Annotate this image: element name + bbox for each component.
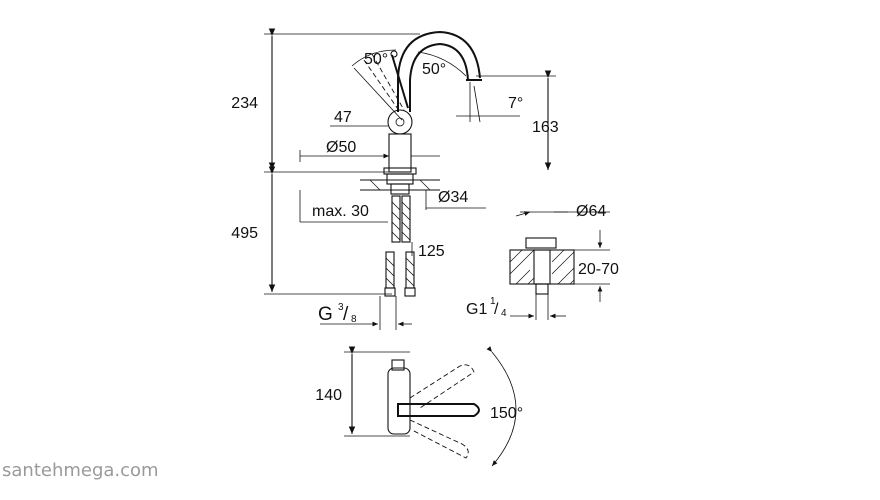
connection-thread-label: G xyxy=(318,304,333,325)
hole-diameter-label: Ø34 xyxy=(438,189,468,206)
plan-spout xyxy=(397,403,480,417)
plan-view: 140 150° xyxy=(315,346,523,467)
waste-thread-label: G1 xyxy=(466,301,487,318)
body-diameter-label: Ø50 xyxy=(326,139,356,156)
hose-length-label: 495 xyxy=(231,225,258,242)
front-elevation: 234 495 50° 50° 47 Ø50 xyxy=(231,28,559,330)
svg-text:/: / xyxy=(494,301,499,318)
connection-thread-den: 8 xyxy=(351,314,357,325)
waste-plug xyxy=(525,237,557,249)
plan-depth-label: 140 xyxy=(315,387,342,404)
swivel-angle-label: 150° xyxy=(490,405,523,422)
countertop-range-label: 20-70 xyxy=(578,261,619,278)
angle-lever-right-label: 50° xyxy=(422,61,446,78)
spout-height-label: 163 xyxy=(532,119,559,136)
waste-thread-num: 1 xyxy=(490,296,496,307)
waste-detail: Ø64 20-70 G1 1 / 4 xyxy=(466,203,619,320)
waste-thread-den: 4 xyxy=(501,308,507,319)
hose-offset-label: 125 xyxy=(418,243,445,260)
waste-diameter-label: Ø64 xyxy=(576,203,606,220)
waste-countertop xyxy=(509,249,575,285)
spout-tilt-label: 7° xyxy=(508,95,523,112)
lever-hub xyxy=(387,109,413,135)
max-thickness-label: max. 30 xyxy=(312,203,369,220)
angle-lever-left-label: 50° xyxy=(364,51,388,68)
spout-outline xyxy=(397,30,481,112)
tap-body xyxy=(388,133,412,173)
swivel-arc xyxy=(486,346,517,467)
lever xyxy=(391,54,409,109)
watermark: santehmega.com xyxy=(2,460,159,481)
svg-text:/: / xyxy=(343,304,349,325)
flexible-hoses xyxy=(384,195,416,297)
plan-body xyxy=(387,367,411,435)
height-total-label: 234 xyxy=(231,95,258,112)
connection-thread-num: 3 xyxy=(338,302,344,313)
lever-offset-label: 47 xyxy=(334,109,352,126)
